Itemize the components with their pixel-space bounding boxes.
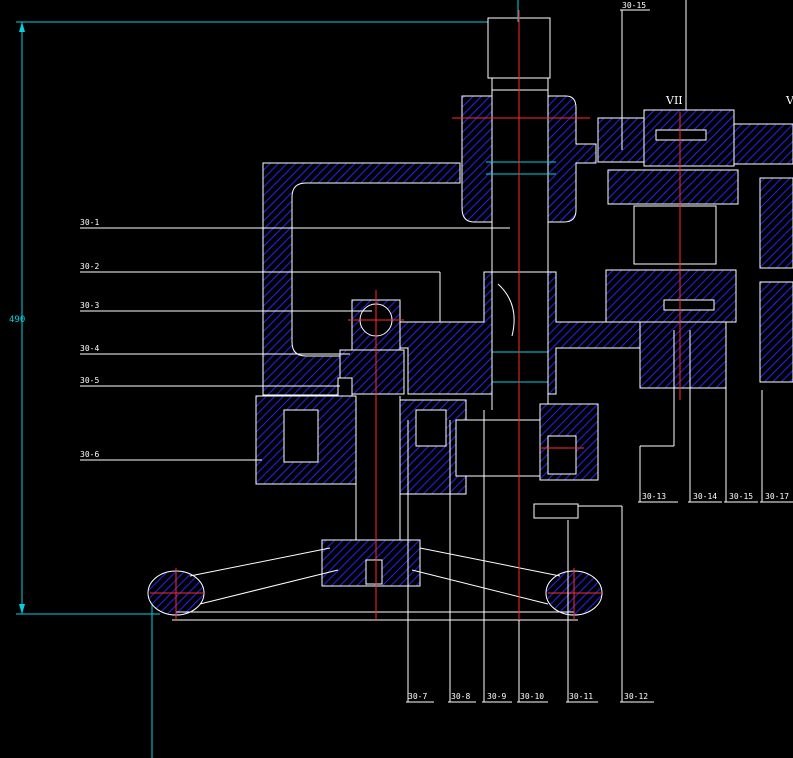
label-30-11: 30-11 bbox=[569, 692, 593, 701]
left-leaders bbox=[80, 227, 510, 461]
label-30-13: 30-13 bbox=[642, 492, 666, 501]
label-30-4: 30-4 bbox=[80, 344, 99, 353]
label-30-14: 30-14 bbox=[693, 492, 717, 501]
label-30-12: 30-12 bbox=[624, 692, 648, 701]
gearbox bbox=[597, 109, 793, 389]
label-30-2: 30-2 bbox=[80, 262, 99, 271]
label-30-15-top: 30-15 bbox=[622, 1, 646, 10]
label-30-17: 30-17 bbox=[765, 492, 789, 501]
middle-housing bbox=[337, 271, 641, 397]
label-30-3: 30-3 bbox=[80, 301, 99, 310]
bottom-leaders bbox=[406, 410, 654, 703]
label-30-9: 30-9 bbox=[487, 692, 506, 701]
overall-dimension: 490 bbox=[9, 21, 520, 758]
label-30-5: 30-5 bbox=[80, 376, 99, 385]
roman-numeral-v: V bbox=[785, 94, 793, 107]
label-30-1: 30-1 bbox=[80, 218, 99, 227]
label-30-15-right: 30-15 bbox=[729, 492, 753, 501]
spindle-column bbox=[486, 86, 556, 410]
label-30-10: 30-10 bbox=[520, 692, 544, 701]
dimension-490-text: 490 bbox=[9, 315, 25, 325]
lower-body bbox=[255, 395, 599, 519]
upper-head-housing bbox=[461, 17, 597, 223]
lift-screw bbox=[321, 396, 421, 587]
roman-numeral-vii: VII bbox=[665, 94, 683, 107]
c-frame bbox=[262, 162, 461, 396]
label-30-8: 30-8 bbox=[451, 692, 470, 701]
label-30-6: 30-6 bbox=[80, 450, 99, 459]
top-leader bbox=[620, 9, 650, 150]
right-leaders bbox=[638, 0, 793, 503]
centerlines bbox=[150, 10, 681, 700]
label-30-7: 30-7 bbox=[408, 692, 427, 701]
